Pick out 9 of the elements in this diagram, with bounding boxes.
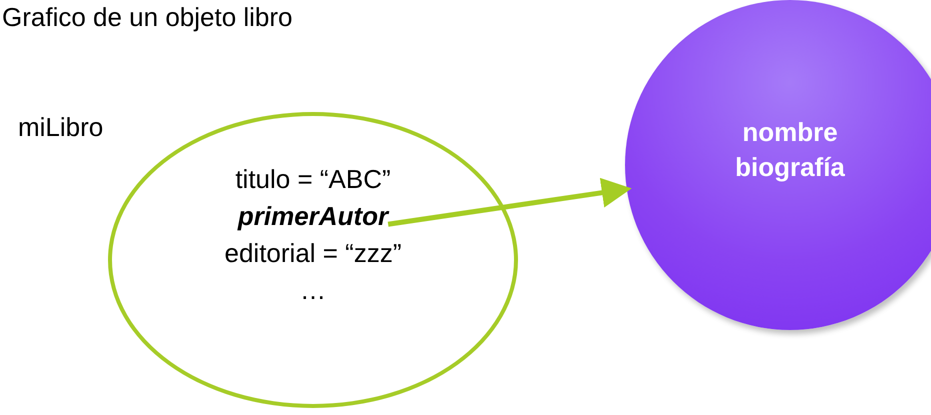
- attribute-text: editorial = “zzz”: [224, 238, 402, 269]
- attribute-text: …: [300, 275, 326, 306]
- arrow: [388, 178, 632, 227]
- attribute-text: nombre biografía: [734, 116, 846, 184]
- object-name: miLibro: [18, 112, 104, 143]
- title: Grafico de un objeto libro: [2, 2, 293, 33]
- attribute-text: titulo = “ABC”: [235, 164, 391, 195]
- object-ellipse: [108, 112, 518, 408]
- reference-text: primerAutor: [238, 201, 388, 232]
